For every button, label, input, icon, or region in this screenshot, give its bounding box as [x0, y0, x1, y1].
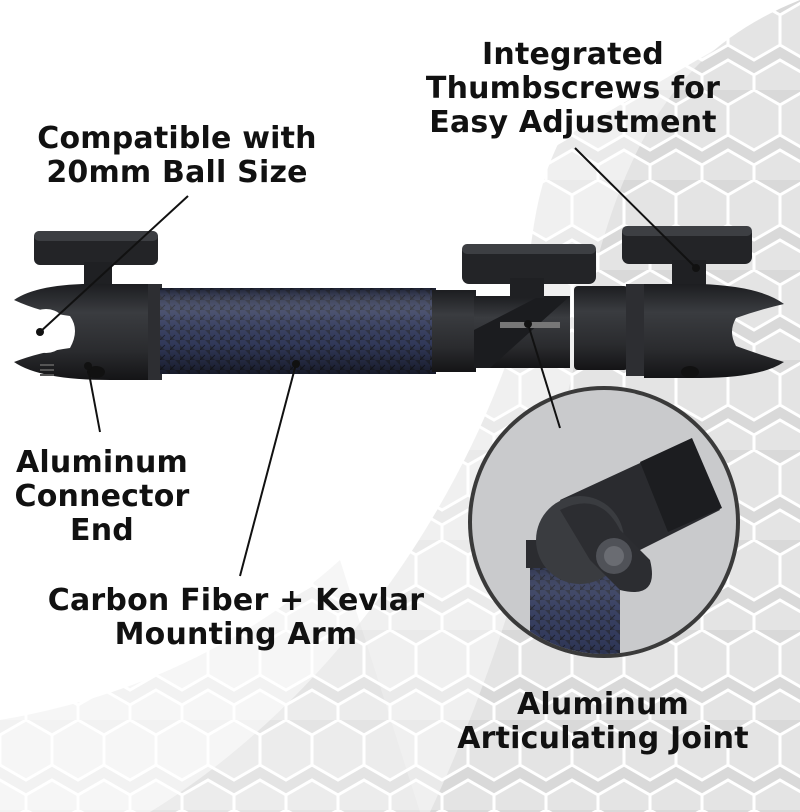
callout-thumbscrews: Integrated Thumbscrews for Easy Adjustme… [398, 38, 748, 140]
callout-joint-line1: Aluminum [517, 687, 689, 722]
joint-inset [468, 386, 740, 658]
callout-connector-line3: End [70, 513, 134, 548]
middle-thumbscrew [462, 244, 596, 298]
articulating-joint [432, 286, 628, 372]
callout-thumbscrews-line3: Easy Adjustment [429, 105, 717, 140]
right-socket-end [626, 284, 784, 378]
callout-arm-line1: Carbon Fiber + Kevlar [47, 583, 425, 618]
callout-thumbscrews-line1: Integrated [482, 37, 664, 72]
callout-connector-line2: Connector [14, 479, 190, 514]
callout-connector-end: Aluminum Connector End [2, 446, 202, 548]
callout-ball-size: Compatible with 20mm Ball Size [12, 122, 342, 190]
callout-arm-line2: Mounting Arm [114, 617, 358, 652]
callout-ball-size-line1: Compatible with [37, 121, 317, 156]
left-thumbscrew [34, 231, 158, 290]
callout-dots [36, 264, 700, 370]
carbon-fiber-tube [160, 288, 436, 374]
left-socket-end [14, 283, 162, 380]
callout-ball-size-line2: 20mm Ball Size [46, 155, 308, 190]
callout-articulating-joint: Aluminum Articulating Joint [430, 688, 776, 756]
callout-mounting-arm: Carbon Fiber + Kevlar Mounting Arm [26, 584, 446, 652]
mounting-arm [14, 226, 784, 380]
right-thumbscrew [622, 226, 752, 286]
callout-connector-line1: Aluminum [16, 445, 188, 480]
callout-joint-line2: Articulating Joint [457, 721, 749, 756]
callout-leader-lines [39, 147, 697, 577]
callout-thumbscrews-line2: Thumbscrews for [425, 71, 721, 106]
